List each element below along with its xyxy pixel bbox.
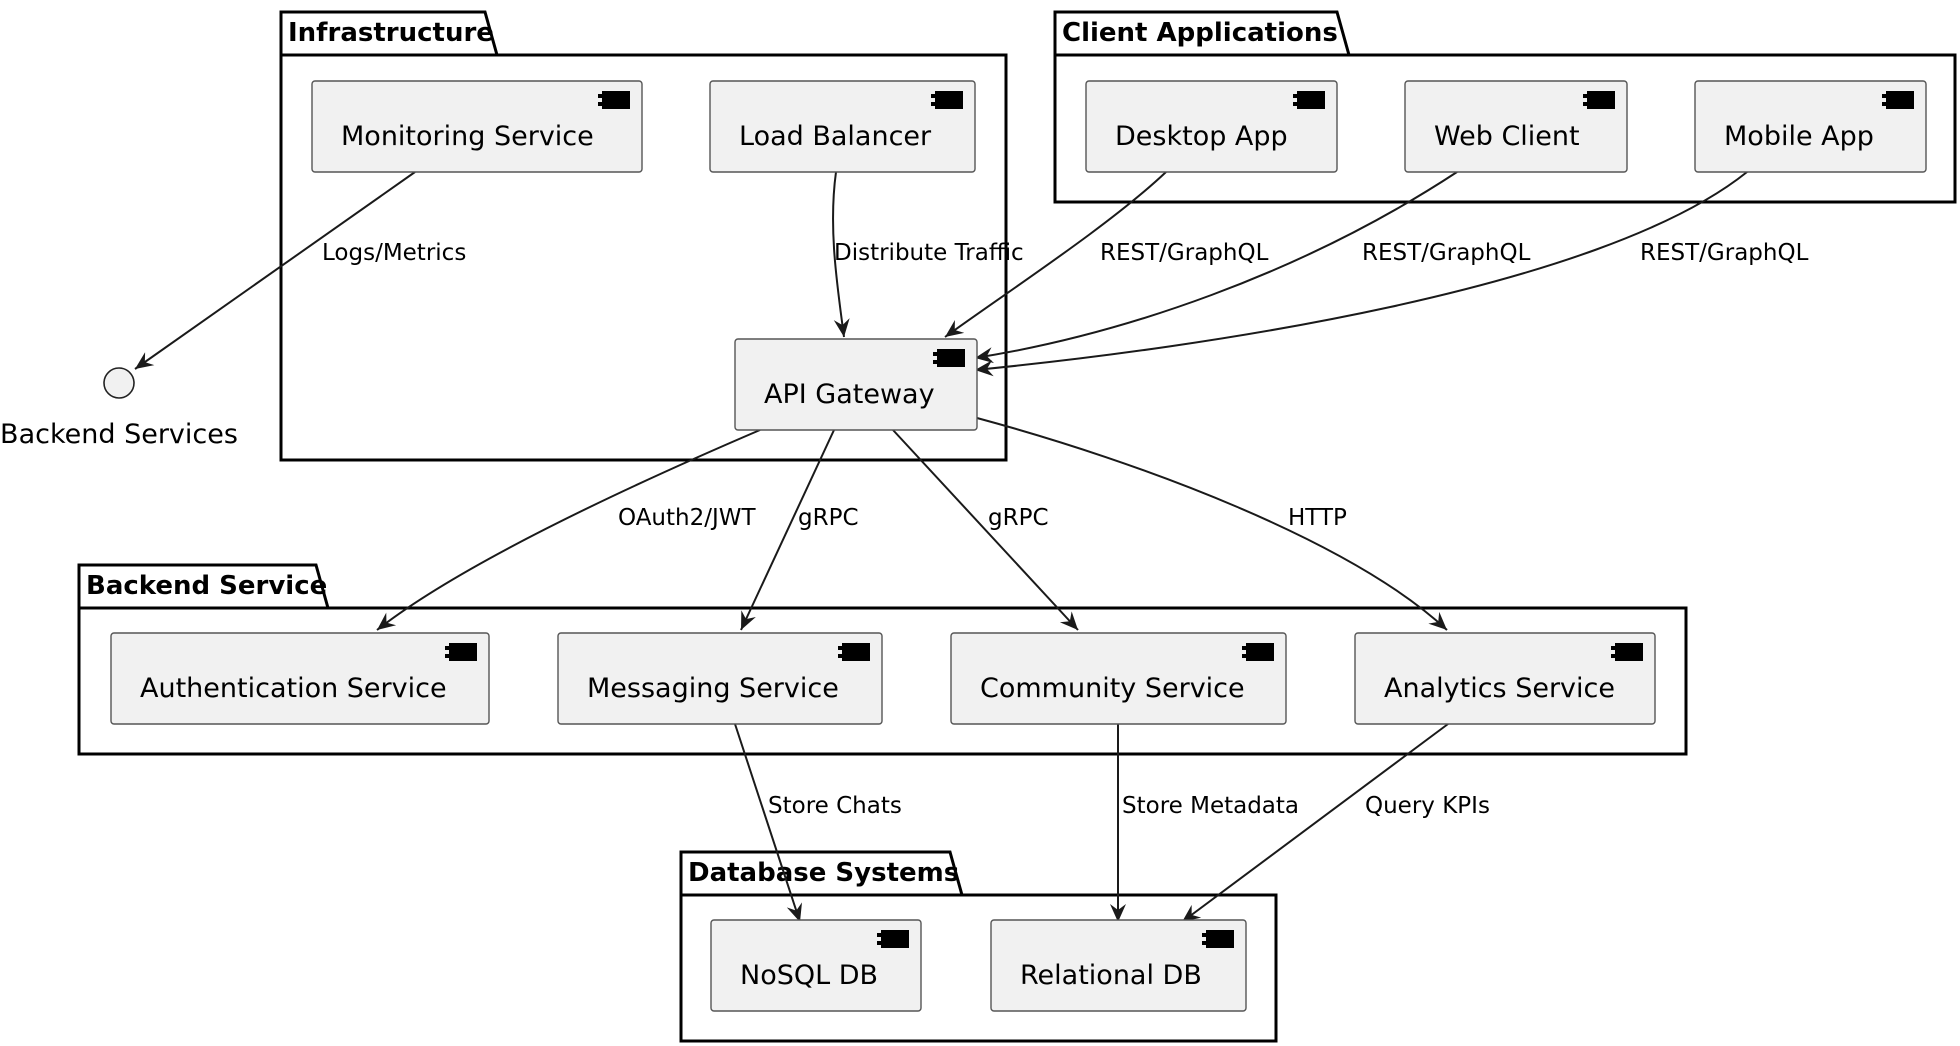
edge-messaging-to-nosql [734,723,802,923]
edge-label-oauth2-jwt: OAuth2/JWT [618,505,757,531]
component-label-api-gateway: API Gateway [764,379,935,410]
edge-gateway-to-messaging [740,429,835,631]
component-icon [1242,643,1274,661]
component-label-desktop-app: Desktop App [1115,121,1288,152]
component-icon [933,349,965,367]
component-label-web-client: Web Client [1434,121,1580,152]
edge-label-mobile-rest-graphql: REST/GraphQL [1640,240,1809,266]
component-api-gateway[interactable]: API Gateway [734,338,978,431]
component-label-community-service: Community Service [980,673,1245,704]
component-label-messaging-service: Messaging Service [587,673,839,704]
component-label-authentication-service: Authentication Service [140,673,447,704]
component-icon [1882,91,1914,109]
edge-label-grpc-community: gRPC [988,505,1049,531]
component-load-balancer[interactable]: Load Balancer [709,80,976,173]
edge-labels: Logs/Metrics Distribute Traffic REST/Gra… [322,240,1809,819]
package-title-client-applications: Client Applications [1062,18,1338,48]
component-icon [1583,91,1615,109]
component-icon [1611,643,1643,661]
component-web-client[interactable]: Web Client [1404,80,1628,173]
component-label-analytics-service: Analytics Service [1384,673,1615,704]
component-icon [1293,91,1325,109]
edge-label-http: HTTP [1288,505,1347,531]
edge-desktop-to-gateway [944,171,1167,338]
edge-label-web-rest-graphql: REST/GraphQL [1362,240,1531,266]
edge-label-distribute-traffic: Distribute Traffic [834,240,1024,266]
component-label-monitoring-service: Monitoring Service [341,121,594,152]
interface-label-backend-services: Backend Services [0,419,238,450]
edge-label-store-chats: Store Chats [768,793,902,819]
component-messaging-service[interactable]: Messaging Service [557,632,883,725]
component-label-mobile-app: Mobile App [1724,121,1874,152]
edge-web-to-gateway [974,171,1458,364]
component-analytics-service[interactable]: Analytics Service [1354,632,1656,725]
edge-gateway-to-auth [376,429,761,631]
edges [134,171,1748,923]
component-nosql-db[interactable]: NoSQL DB [710,919,922,1012]
component-icon [838,643,870,661]
component-relational-db[interactable]: Relational DB [990,919,1247,1012]
edge-monitoring-to-backend [134,171,416,370]
edge-label-query-kpis: Query KPIs [1365,793,1490,819]
edge-label-desktop-rest-graphql: REST/GraphQL [1100,240,1269,266]
package-title-infrastructure: Infrastructure [288,18,494,48]
package-title-backend-service: Backend Service [86,571,327,601]
interface-circle-icon [103,367,135,399]
component-authentication-service[interactable]: Authentication Service [110,632,490,725]
edge-gateway-to-community [892,429,1079,631]
component-label-relational-db: Relational DB [1020,960,1202,991]
edge-label-logs-metrics: Logs/Metrics [322,240,466,266]
edge-label-store-metadata: Store Metadata [1122,793,1299,819]
edge-mobile-to-gateway [974,171,1748,377]
component-desktop-app[interactable]: Desktop App [1085,80,1338,173]
component-icon [1202,930,1234,948]
component-icon [931,91,963,109]
component-icon [598,91,630,109]
component-icon [445,643,477,661]
edge-label-grpc-messaging: gRPC [798,505,859,531]
edge-lb-to-gateway [832,171,850,338]
interface-backend-services[interactable]: Backend Services [0,367,238,450]
edge-analytics-to-relational [1181,723,1449,923]
component-community-service[interactable]: Community Service [950,632,1287,725]
edge-gateway-to-analytics [976,417,1448,631]
package-title-database-systems: Database Systems [688,858,959,888]
component-mobile-app[interactable]: Mobile App [1694,80,1927,173]
component-icon [877,930,909,948]
component-label-nosql-db: NoSQL DB [740,960,878,991]
component-label-load-balancer: Load Balancer [739,121,932,152]
component-monitoring-service[interactable]: Monitoring Service [311,80,643,173]
